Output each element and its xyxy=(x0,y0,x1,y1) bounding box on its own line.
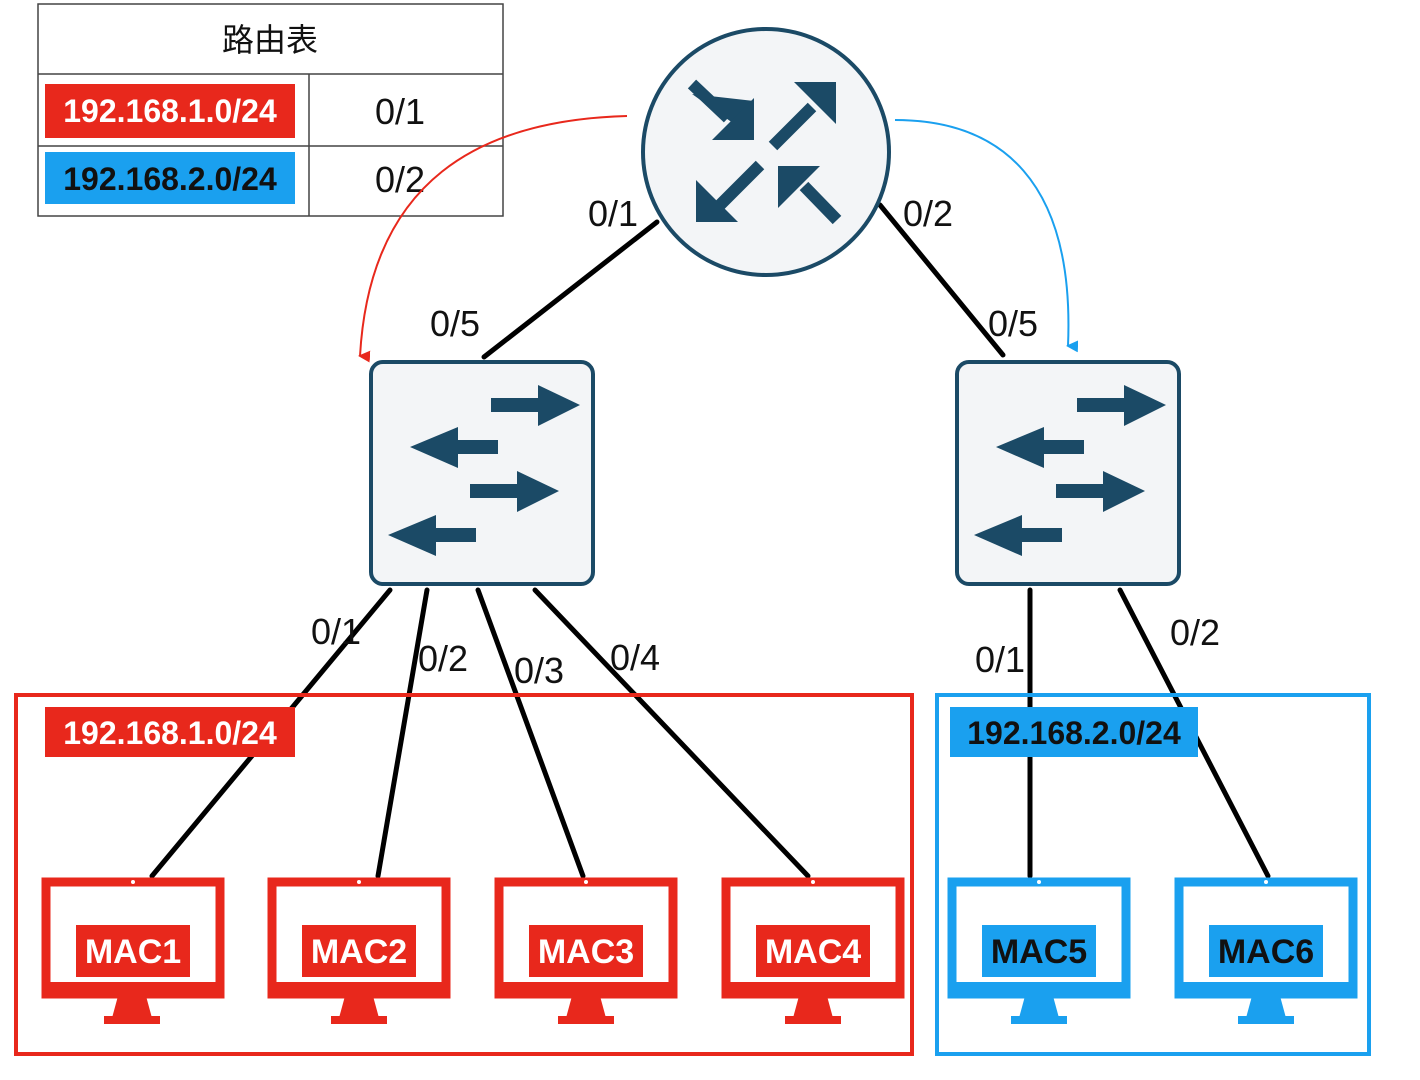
subnet-label-left: 192.168.1.0/24 xyxy=(63,715,277,751)
switch-left-port-4: 0/4 xyxy=(610,637,660,678)
route-port-2: 0/2 xyxy=(375,159,425,200)
switch-left-uplink-port: 0/5 xyxy=(430,303,480,344)
host-label-mac3: MAC3 xyxy=(538,933,634,971)
route-port-1: 0/1 xyxy=(375,91,425,132)
route-network-badge-1 xyxy=(45,84,295,138)
router-icon xyxy=(641,27,891,277)
routing-table: 路由表 192.168.1.0/24 0/1 192.168.2.0/24 0/… xyxy=(37,3,504,217)
host-mac2: MAC2 xyxy=(267,877,451,1024)
switch-left-port-3: 0/3 xyxy=(514,650,564,691)
host-mac1: MAC1 xyxy=(41,877,225,1024)
link-switch-left-mac3 xyxy=(475,587,586,879)
host-mac3: MAC3 xyxy=(494,877,678,1024)
subnet-box-right xyxy=(935,693,1371,1056)
red-flow-arrow xyxy=(358,115,628,363)
link-router-switch-left xyxy=(481,219,660,360)
switch-right-port-1: 0/1 xyxy=(975,639,1025,680)
link-router-switch-right xyxy=(877,202,1006,358)
host-mac6: MAC6 xyxy=(1174,877,1358,1024)
subnet-label-right: 192.168.2.0/24 xyxy=(967,715,1181,751)
switch-right-icon xyxy=(955,360,1181,586)
switch-right-port-2: 0/2 xyxy=(1170,612,1220,653)
subnet-box-left xyxy=(14,693,914,1056)
subnet-label-badge-left xyxy=(45,707,295,757)
switch-left-port-1: 0/1 xyxy=(311,611,361,652)
subnet-label-badge-right xyxy=(950,707,1198,757)
route-network-badge-2 xyxy=(45,152,295,204)
routing-table-title: 路由表 xyxy=(222,21,318,59)
host-label-mac5: MAC5 xyxy=(991,933,1087,971)
link-switch-left-mac4 xyxy=(532,587,811,879)
route-network-1: 192.168.1.0/24 xyxy=(63,93,277,129)
host-label-mac1: MAC1 xyxy=(85,933,181,971)
switch-right-uplink-port: 0/5 xyxy=(988,303,1038,344)
router-port-left: 0/1 xyxy=(588,193,638,234)
switch-left-port-2: 0/2 xyxy=(418,638,468,679)
links xyxy=(149,202,1271,879)
host-label-mac6: MAC6 xyxy=(1218,933,1314,971)
link-switch-left-mac2 xyxy=(375,587,430,879)
host-mac4: MAC4 xyxy=(721,877,905,1024)
switch-left-icon xyxy=(369,360,595,586)
router-port-right: 0/2 xyxy=(903,193,953,234)
host-label-mac4: MAC4 xyxy=(765,933,861,971)
route-network-2: 192.168.2.0/24 xyxy=(63,161,277,197)
host-label-mac2: MAC2 xyxy=(311,933,407,971)
blue-flow-arrow xyxy=(894,119,1079,353)
host-mac5: MAC5 xyxy=(947,877,1131,1024)
